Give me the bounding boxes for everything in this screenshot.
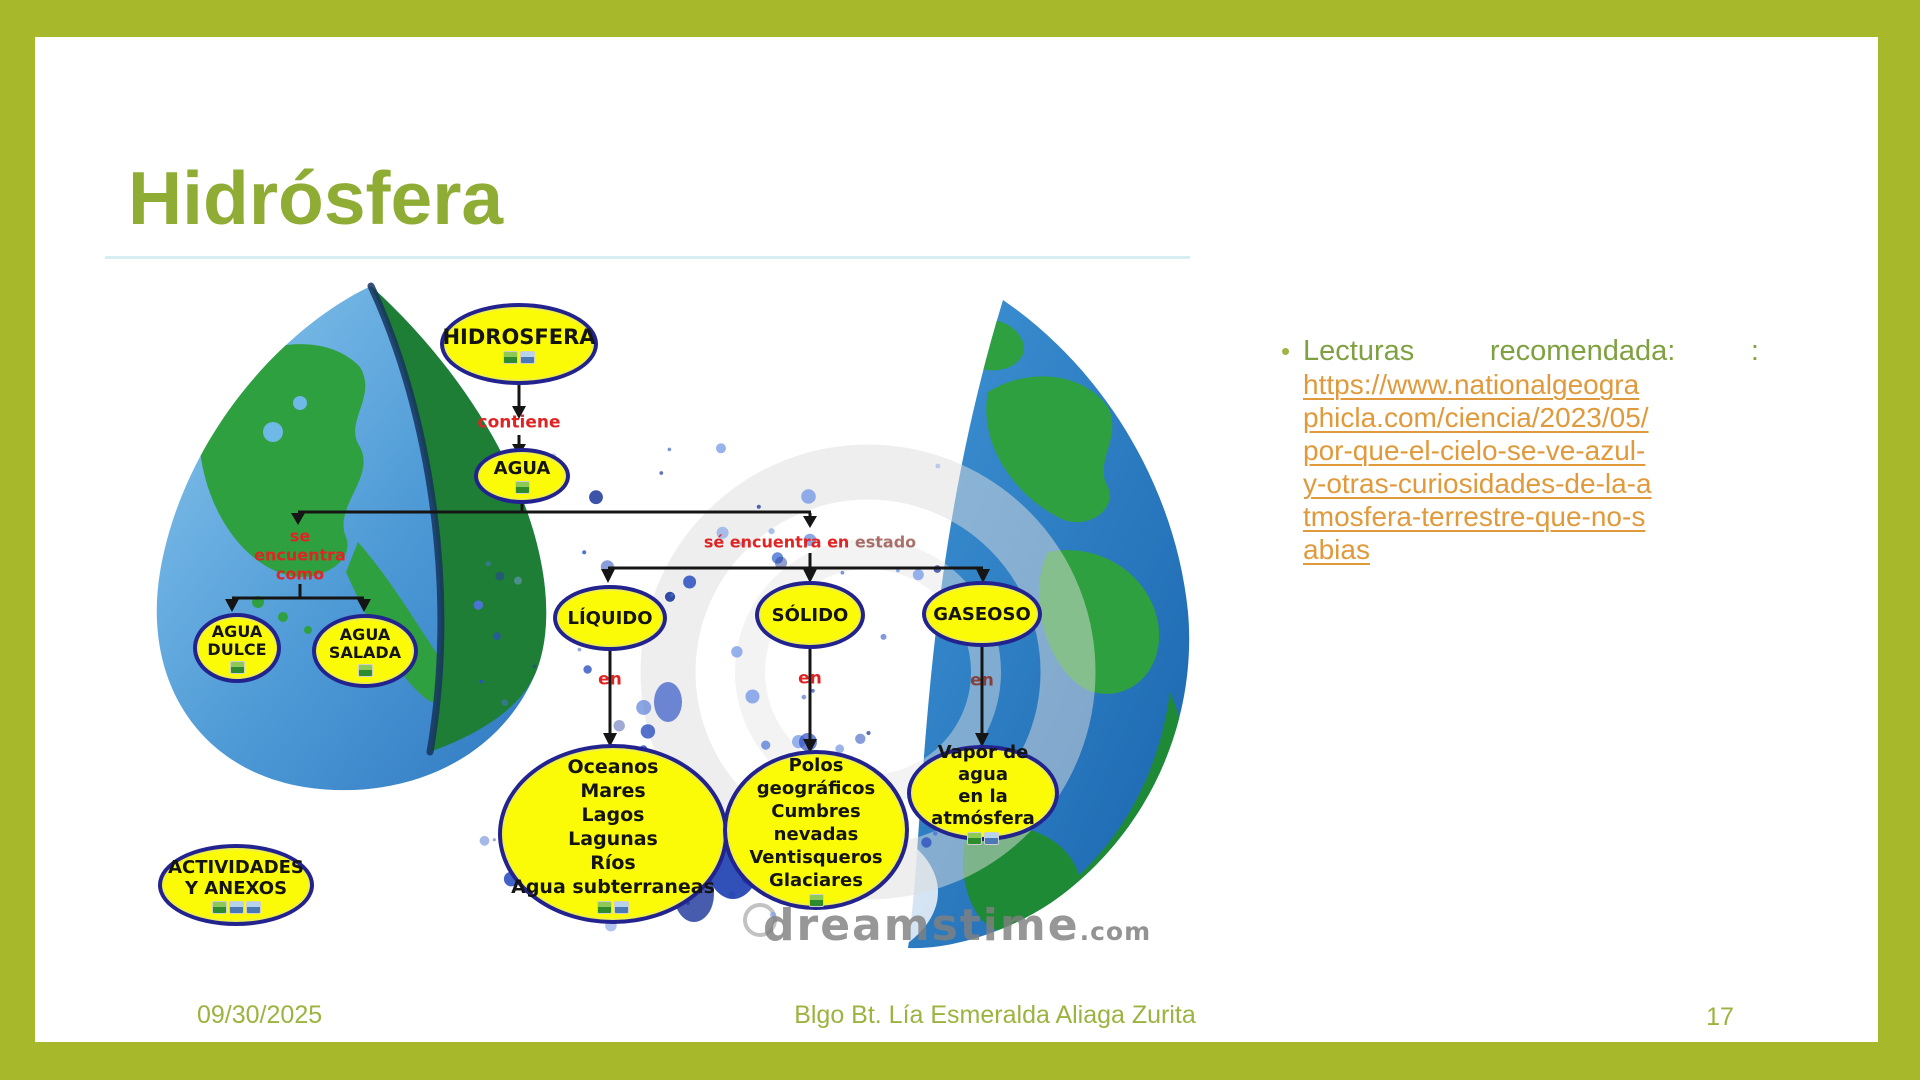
image-chip-icons (808, 893, 825, 907)
page-title: Hidrósfera (128, 156, 504, 241)
node-liquido: LÍQUIDO (553, 585, 667, 651)
hydrosphere-concept-map-image: contiene se encuentra como sé encuentra … (108, 272, 1220, 968)
image-chip-icons (229, 660, 246, 674)
edge-label-en-gaseoso: en (970, 670, 994, 691)
stock-photo-watermark: dreamstime.com (763, 900, 1152, 951)
image-chip-icons (211, 900, 262, 914)
concept-map-connectors (225, 382, 990, 753)
node-agua-dulce: AGUA DULCE (193, 613, 281, 683)
image-chip-icons (514, 481, 531, 494)
image-chip-icons (357, 663, 374, 677)
slide-page-number: 17 (1706, 1003, 1734, 1031)
image-chip-icons (596, 900, 630, 914)
node-agua: AGUA (474, 448, 570, 504)
title-underline-rule (105, 256, 1190, 259)
edge-label-en-solido: en (798, 668, 822, 689)
node-formas-solido: Polos geográficos Cumbres nevadas Ventis… (723, 750, 909, 910)
edge-label-en-liquido: en (598, 669, 622, 690)
slide-date: 09/30/2025 (197, 1001, 323, 1029)
national-geographic-link[interactable]: https://www.nationalgeogra phicla.com/ci… (1303, 369, 1652, 565)
node-solido: SÓLIDO (755, 581, 865, 649)
bullet-icon: • (1281, 336, 1291, 366)
reading-heading: • Lecturas recomendada: : (1281, 335, 1759, 367)
edge-label-contiene: contiene (477, 412, 561, 433)
node-hidrosfera: HIDROSFERA (440, 303, 598, 385)
slide-author: Blgo Bt. Lía Esmeralda Aliaga Zurita (794, 1001, 1196, 1029)
recommended-reading-block: • Lecturas recomendada: : https://www.na… (1281, 334, 1759, 566)
node-formas-liquido: Oceanos Mares Lagos Lagunas Ríos Agua su… (498, 744, 728, 924)
edge-label-se-encuentra-en-estado: sé encuentra en estado (703, 532, 917, 552)
edge-label-se-encuentra-como: se encuentra como (254, 526, 346, 584)
node-actividades-anexos: ACTIVIDADES Y ANEXOS (158, 844, 314, 926)
image-chip-icons (502, 350, 536, 364)
node-gaseoso: GASEOSO (922, 581, 1042, 647)
image-chip-icons (966, 831, 1000, 845)
node-vapor-de-agua: Vapor de agua en la atmósfera (907, 742, 1059, 845)
slide-content-area: Hidrósfera (35, 37, 1878, 1042)
node-agua-salada: AGUA SALADA (312, 614, 418, 688)
